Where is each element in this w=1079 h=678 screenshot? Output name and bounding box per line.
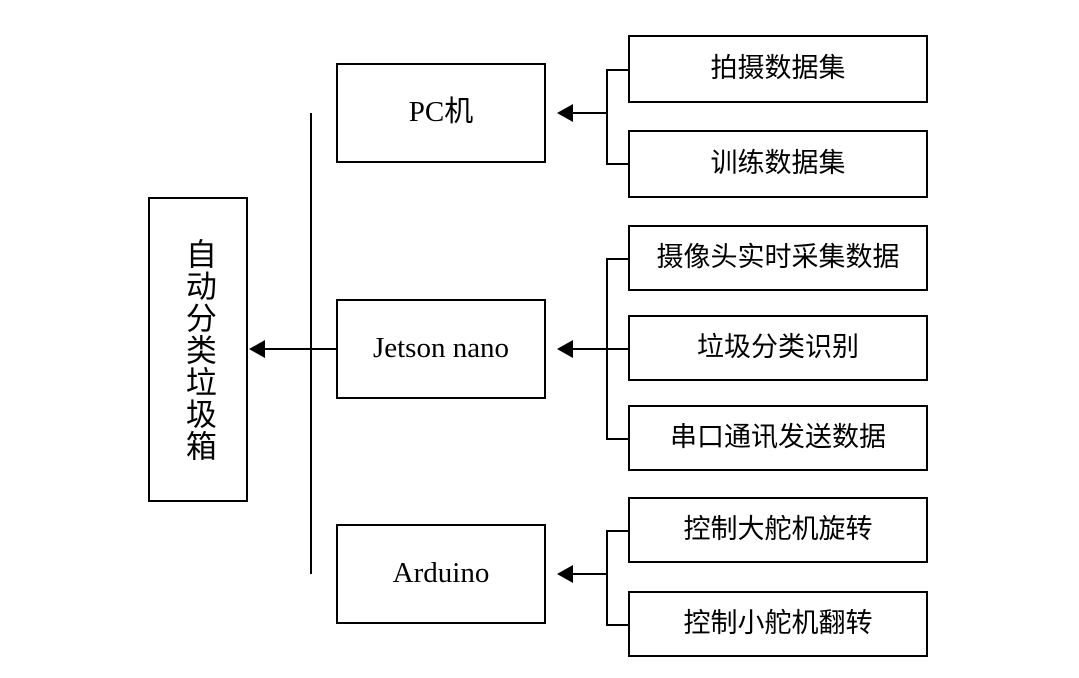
connector-arduino-branch-2 [606, 624, 628, 626]
connector-spine-vertical [310, 113, 312, 574]
node-leaf-pc-1: 拍摄数据集 [628, 35, 928, 103]
connector-pc-branch-1 [606, 69, 628, 71]
node-mid-jetson: Jetson nano [336, 299, 546, 399]
node-leaf-pc-1-label: 拍摄数据集 [710, 53, 846, 84]
connector-arduino-branch-1 [606, 530, 628, 532]
arrowhead-main [249, 340, 265, 358]
node-leaf-pc-2: 训练数据集 [628, 130, 928, 198]
node-leaf-arduino-1-label: 控制大舵机旋转 [683, 514, 873, 545]
node-mid-jetson-label: Jetson nano [372, 332, 510, 365]
node-main-label: 自动分类垃圾箱 [180, 237, 216, 462]
node-leaf-jetson-1-label: 摄像头实时采集数据 [656, 242, 900, 273]
connector-jetson-branch-1 [606, 258, 628, 260]
node-mid-pc-label: PC机 [408, 96, 474, 129]
node-leaf-jetson-3-label: 串口通讯发送数据 [670, 422, 886, 453]
node-mid-arduino-label: Arduino [392, 557, 490, 590]
node-main-system: 自动分类垃圾箱 [148, 197, 248, 502]
node-leaf-arduino-2-label: 控制小舵机翻转 [683, 608, 873, 639]
node-leaf-arduino-2: 控制小舵机翻转 [628, 591, 928, 657]
arrowhead-pc [557, 104, 573, 122]
node-leaf-jetson-2-label: 垃圾分类识别 [697, 332, 859, 363]
arrowhead-jetson [557, 340, 573, 358]
connector-arduino-horizontal [572, 573, 608, 575]
connector-jetson-branch-2 [606, 348, 628, 350]
node-mid-pc: PC机 [336, 63, 546, 163]
connector-arduino-vertical [606, 530, 608, 625]
node-leaf-pc-2-label: 训练数据集 [710, 148, 846, 179]
connector-pc-vertical [606, 69, 608, 164]
node-leaf-jetson-2: 垃圾分类识别 [628, 315, 928, 381]
connector-jetson-branch-3 [606, 438, 628, 440]
node-mid-arduino: Arduino [336, 524, 546, 624]
connector-main-horizontal [264, 348, 336, 350]
node-leaf-jetson-3: 串口通讯发送数据 [628, 405, 928, 471]
node-leaf-arduino-1: 控制大舵机旋转 [628, 497, 928, 563]
node-leaf-jetson-1: 摄像头实时采集数据 [628, 225, 928, 291]
arrowhead-arduino [557, 565, 573, 583]
connector-jetson-horizontal [572, 348, 608, 350]
connector-pc-branch-2 [606, 163, 628, 165]
connector-pc-horizontal [572, 112, 608, 114]
